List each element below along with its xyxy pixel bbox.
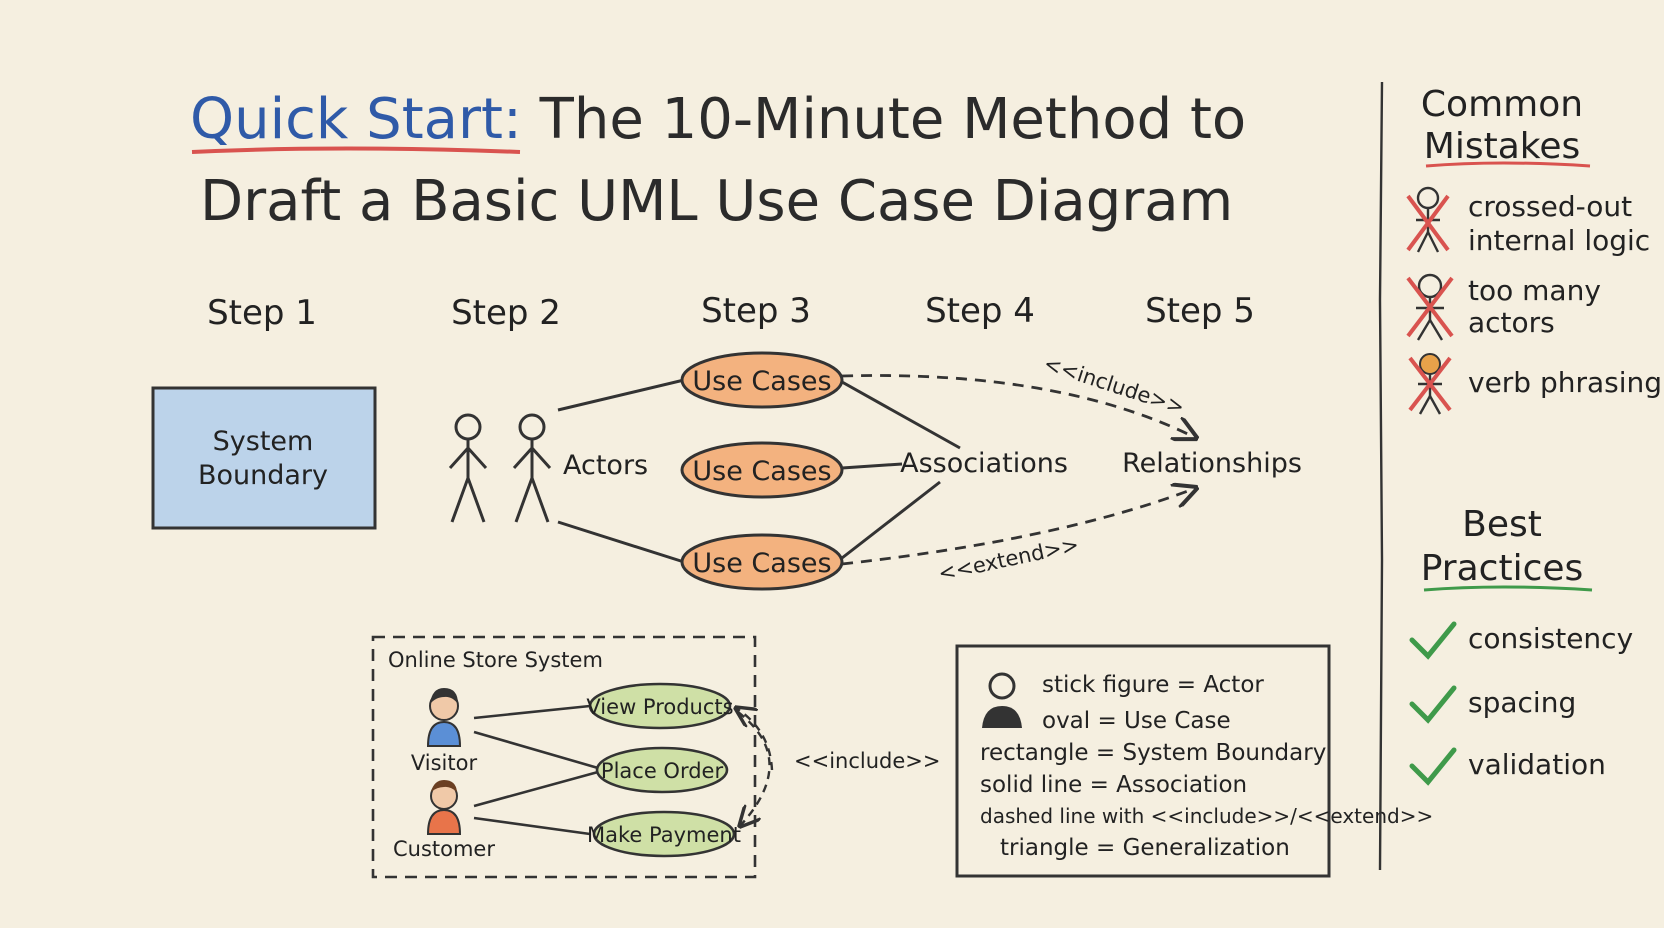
practice-3-label: validation bbox=[1468, 748, 1606, 781]
actor-association-lines bbox=[557, 378, 685, 564]
legend-item-5: dashed line with <<include>>/<<extend>> bbox=[980, 804, 1433, 828]
sidebar-divider bbox=[1378, 81, 1384, 871]
include-relationship-label: <<include>> bbox=[1041, 351, 1188, 419]
system-boundary-line1: System bbox=[213, 426, 314, 457]
example-association-lines bbox=[473, 704, 599, 836]
mistake-2-line2: actors bbox=[1468, 306, 1555, 339]
legend-box bbox=[955, 644, 1331, 878]
legend-item-3: rectangle = System Boundary bbox=[980, 740, 1326, 766]
practice-2-label: spacing bbox=[1468, 686, 1576, 719]
page-title-line1: Quick Start: The 10-Minute Method to bbox=[190, 87, 1246, 152]
example-include-label: <<include>> bbox=[794, 749, 940, 773]
use-case-2-label: Use Cases bbox=[692, 456, 831, 487]
use-case-oval-2: Use Cases bbox=[680, 441, 844, 499]
use-case-association-lines bbox=[841, 380, 961, 560]
legend-actor-icon bbox=[982, 672, 1022, 728]
include-dashed-arrow bbox=[841, 374, 1196, 438]
title-line1-rest: The 10-Minute Method to bbox=[522, 87, 1246, 152]
extend-dashed-arrow bbox=[841, 488, 1196, 566]
use-case-3-label: Use Cases bbox=[692, 548, 831, 579]
customer-avatar-icon bbox=[426, 780, 462, 835]
step-3-label: Step 3 bbox=[701, 291, 811, 331]
mistake-2-line1: too many bbox=[1468, 274, 1601, 307]
visitor-avatar-icon bbox=[426, 688, 462, 747]
mistakes-title-line1: Common bbox=[1421, 84, 1583, 125]
practices-title-underline bbox=[1423, 585, 1593, 592]
example-system-name: Online Store System bbox=[388, 648, 603, 672]
example-include-arrow-down bbox=[738, 711, 771, 826]
example-use-case-view-products: View Products bbox=[586, 682, 734, 730]
legend-item-2: oval = Use Case bbox=[1042, 708, 1231, 734]
mistake-1-crossed-icon bbox=[1406, 186, 1450, 253]
example-system-boundary bbox=[371, 635, 757, 879]
make-payment-label: Make Payment bbox=[587, 823, 741, 847]
title-underline bbox=[191, 146, 521, 154]
actors-label: Actors bbox=[563, 450, 648, 481]
practice-1-label: consistency bbox=[1468, 622, 1633, 655]
extend-relationship-label: <<extend>> bbox=[936, 533, 1081, 586]
visitor-actor-label: Visitor bbox=[411, 751, 478, 775]
associations-label: Associations bbox=[900, 448, 1068, 479]
page-title-line2: Draft a Basic UML Use Case Diagram bbox=[200, 169, 1233, 234]
mistake-1-line1: crossed-out bbox=[1468, 190, 1632, 223]
legend-item-4: solid line = Association bbox=[980, 772, 1247, 798]
step-2-label: Step 2 bbox=[451, 293, 561, 333]
step-5-label: Step 5 bbox=[1145, 291, 1255, 331]
view-products-label: View Products bbox=[586, 695, 733, 719]
relationships-label: Relationships bbox=[1122, 448, 1302, 479]
mistakes-title-underline bbox=[1425, 161, 1591, 168]
step-1-label: Step 1 bbox=[207, 293, 317, 333]
practices-title-line2: Practices bbox=[1421, 548, 1584, 589]
mistakes-title-line2: Mistakes bbox=[1424, 126, 1580, 167]
system-boundary-box: System Boundary bbox=[151, 386, 377, 530]
legend-item-1: stick figure = Actor bbox=[1042, 672, 1264, 698]
mistake-1-line2: internal logic bbox=[1468, 224, 1650, 257]
actor-figure-2-icon bbox=[512, 413, 552, 523]
use-case-oval-3: Use Cases bbox=[680, 533, 844, 591]
use-case-1-label: Use Cases bbox=[692, 366, 831, 397]
title-accent: Quick Start: bbox=[190, 87, 522, 152]
system-boundary-line2: Boundary bbox=[198, 460, 328, 491]
place-order-label: Place Order bbox=[601, 759, 724, 783]
mistake-2-crossed-icon bbox=[1406, 273, 1454, 341]
example-use-case-place-order: Place Order bbox=[595, 746, 729, 794]
practice-3-check-icon bbox=[1409, 747, 1457, 786]
mistake-3-line1: verb phrasing bbox=[1468, 366, 1662, 399]
practices-title-line1: Best bbox=[1462, 504, 1542, 545]
example-use-case-make-payment: Make Payment bbox=[587, 810, 741, 858]
legend-item-6: triangle = Generalization bbox=[1000, 835, 1290, 861]
practice-2-check-icon bbox=[1409, 685, 1457, 724]
step-4-label: Step 4 bbox=[925, 291, 1035, 331]
use-case-oval-1: Use Cases bbox=[680, 351, 844, 409]
actor-figure-1-icon bbox=[448, 413, 488, 523]
mistake-3-crossed-icon bbox=[1408, 353, 1452, 415]
customer-actor-label: Customer bbox=[393, 837, 495, 861]
example-include-arrow-up bbox=[736, 708, 774, 771]
practice-1-check-icon bbox=[1409, 621, 1457, 660]
